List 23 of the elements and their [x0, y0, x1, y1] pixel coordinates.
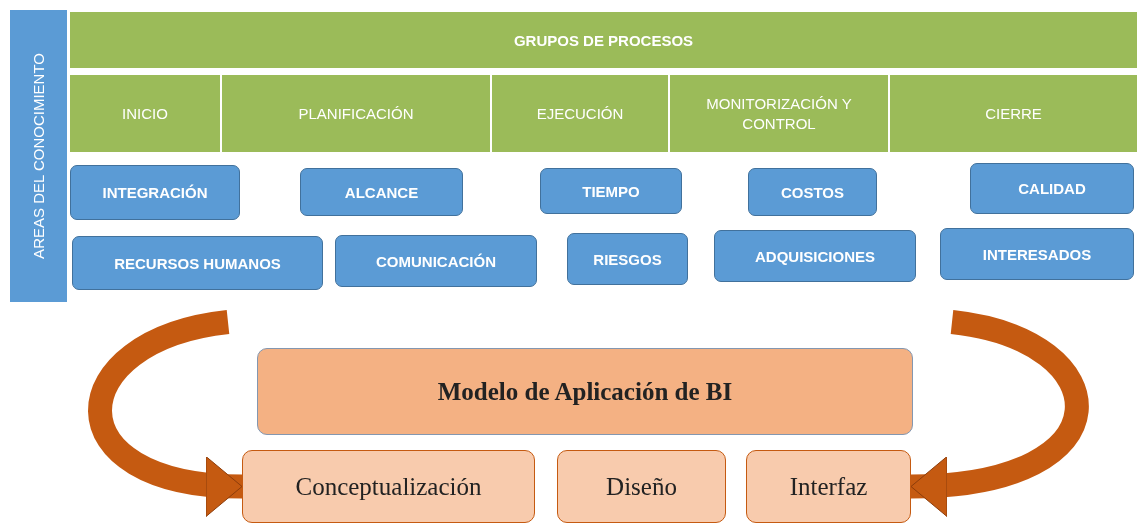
side-bar: AREAS DEL CONOCIMIENTO — [10, 10, 67, 302]
knowledge-area-box: TIEMPO — [540, 168, 682, 214]
phase-box: Conceptualización — [242, 450, 535, 523]
column-header: EJECUCIÓN — [492, 75, 668, 152]
knowledge-area-box: COSTOS — [748, 168, 877, 216]
knowledge-area-box: RIESGOS — [567, 233, 688, 285]
curved-arrow — [88, 310, 243, 515]
curved-arrow — [910, 310, 1089, 515]
knowledge-area-box: INTERESADOS — [940, 228, 1134, 280]
knowledge-area-box: INTEGRACIÓN — [70, 165, 240, 220]
column-header: PLANIFICACIÓN — [222, 75, 490, 152]
knowledge-area-box: RECURSOS HUMANOS — [72, 236, 323, 290]
phase-box: Diseño — [557, 450, 726, 523]
model-box: Modelo de Aplicación de BI — [257, 348, 913, 435]
knowledge-area-box: CALIDAD — [970, 163, 1134, 214]
knowledge-area-box: ADQUISICIONES — [714, 230, 916, 282]
column-header: MONITORIZACIÓN Y CONTROL — [670, 75, 888, 152]
phase-box: Interfaz — [746, 450, 911, 523]
column-header: CIERRE — [890, 75, 1137, 152]
knowledge-area-box: ALCANCE — [300, 168, 463, 216]
column-header: INICIO — [70, 75, 220, 152]
header-bar: GRUPOS DE PROCESOS — [70, 12, 1137, 68]
knowledge-area-box: COMUNICACIÓN — [335, 235, 537, 287]
